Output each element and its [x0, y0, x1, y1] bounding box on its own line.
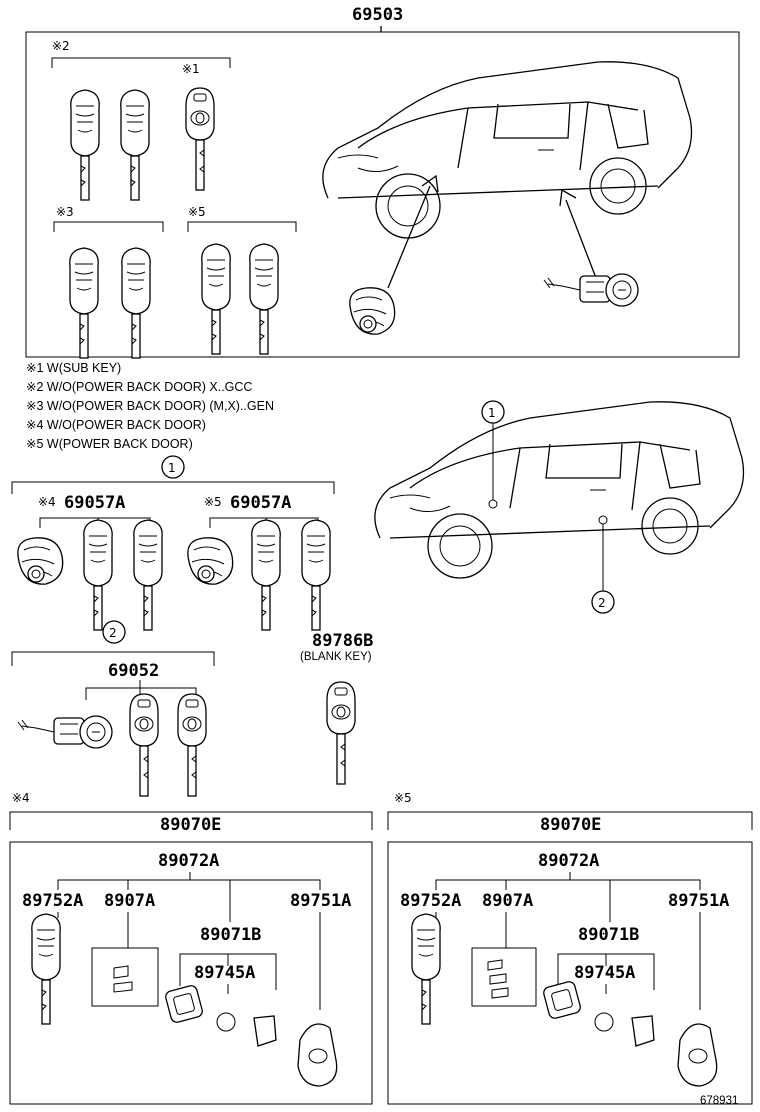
note-4: ※4 W/O(POWER BACK DOOR) — [26, 418, 206, 432]
part-number-69052: 69052 — [108, 661, 159, 681]
bracket — [557, 953, 655, 994]
ignition-switch-icon — [543, 273, 639, 307]
part-number-89071b-left: 89071B — [200, 925, 261, 945]
remote-key-icon — [249, 243, 279, 355]
transmitter-frame-right — [387, 841, 753, 1105]
battery-icon — [594, 1012, 614, 1032]
part-number-89070e-left: 89070E — [160, 815, 221, 835]
mark-5: ※5 — [204, 495, 222, 509]
callout-2-label: 2 — [109, 626, 117, 640]
note-5: ※5 W(POWER BACK DOOR) — [26, 437, 193, 451]
marker-dot — [488, 499, 498, 509]
transmitter-cover-icon — [631, 1015, 655, 1047]
sub-key-icon — [129, 693, 159, 797]
remote-key-icon — [251, 519, 281, 631]
note-3: ※3 W/O(POWER BACK DOOR) (M,X)..GEN — [26, 399, 274, 413]
part-number-89752a-left: 89752A — [22, 891, 83, 911]
remote-key-icon — [121, 247, 151, 359]
part-number-89745a-left: 89745A — [194, 963, 255, 983]
bracket — [57, 872, 321, 922]
button-pad-box — [471, 947, 537, 1007]
mark-2: ※2 — [52, 39, 70, 53]
bracket — [187, 221, 297, 232]
car-illustration-icon — [374, 401, 745, 579]
car-illustration-icon — [322, 61, 693, 239]
transmitter-frame-left — [9, 841, 373, 1105]
top-group-frame — [25, 31, 740, 358]
bracket — [179, 953, 277, 994]
remote-key-icon — [69, 247, 99, 359]
part-number-89072a-right: 89072A — [538, 851, 599, 871]
part-number-89745a-right: 89745A — [574, 963, 635, 983]
part-number-8907a-left: 8907A — [104, 891, 155, 911]
callout-2-circle — [102, 620, 126, 644]
remote-key-icon — [83, 519, 113, 631]
blank-key-icon — [326, 681, 356, 785]
sub-key-icon — [177, 693, 207, 797]
key-blade-icon — [411, 913, 441, 1025]
note-1: ※1 W(SUB KEY) — [26, 361, 121, 375]
callout-1-label: 1 — [168, 461, 176, 475]
arrow-icon — [559, 188, 597, 279]
bracket — [9, 811, 373, 830]
bracket — [11, 481, 335, 494]
mark-1: ※1 — [182, 62, 200, 76]
door-lock-cylinder-icon — [187, 537, 234, 585]
transmitter-board-icon — [541, 979, 583, 1021]
part-number-69057a-right: 69057A — [230, 493, 291, 513]
button-pad-box — [91, 947, 159, 1007]
bracket — [53, 221, 164, 232]
leader-line — [57, 912, 321, 1010]
remote-key-icon — [301, 519, 331, 631]
ignition-switch-icon — [17, 715, 113, 749]
mark-4: ※4 — [12, 791, 30, 805]
part-number-89752a-right: 89752A — [400, 891, 461, 911]
part-number-8907a-right: 8907A — [482, 891, 533, 911]
toyota-emblem-icon — [308, 1048, 328, 1064]
transmitter-cover-icon — [253, 1015, 277, 1047]
mark-5: ※5 — [394, 791, 412, 805]
door-lock-cylinder-icon — [349, 287, 396, 335]
blank-key-label: (BLANK KEY) — [300, 651, 372, 663]
button-pad-icon — [487, 959, 509, 999]
part-number-89070e-right: 89070E — [540, 815, 601, 835]
callout-1: 1 — [488, 406, 496, 420]
part-number-89751a-right: 89751A — [668, 891, 729, 911]
remote-key-icon — [133, 519, 163, 631]
bracket — [11, 651, 215, 666]
part-number-69503: 69503 — [352, 5, 403, 25]
mark-4: ※4 — [38, 495, 56, 509]
transmitter-housing-icon — [297, 1023, 338, 1087]
marker-dot — [598, 515, 608, 525]
remote-key-icon — [120, 89, 150, 201]
bracket — [435, 872, 701, 922]
mark-3: ※3 — [56, 205, 74, 219]
part-number-69057a-left: 69057A — [64, 493, 125, 513]
mark-5: ※5 — [188, 205, 206, 219]
key-blade-icon — [31, 913, 61, 1025]
callout-2: 2 — [598, 596, 606, 610]
transmitter-board-icon — [163, 983, 205, 1025]
toyota-emblem-icon — [688, 1048, 708, 1064]
bracket — [387, 811, 753, 830]
part-number-89751a-left: 89751A — [290, 891, 351, 911]
button-pad-icon — [113, 965, 133, 993]
leader-line — [435, 912, 701, 1010]
battery-icon — [216, 1012, 236, 1032]
arrow-icon — [387, 174, 439, 289]
part-number-89072a-left: 89072A — [158, 851, 219, 871]
sub-key-icon — [185, 87, 215, 191]
part-number-89071b-right: 89071B — [578, 925, 639, 945]
door-lock-cylinder-icon — [17, 537, 64, 585]
illustration-number: 678931 — [700, 1095, 738, 1107]
note-2: ※2 W/O(POWER BACK DOOR) X..GCC — [26, 380, 252, 394]
remote-key-icon — [201, 243, 231, 355]
bracket — [51, 57, 231, 68]
remote-key-icon — [70, 89, 100, 201]
transmitter-housing-icon — [677, 1023, 718, 1087]
callout-1-circle — [161, 455, 185, 479]
part-number-89786b: 89786B — [312, 631, 373, 651]
